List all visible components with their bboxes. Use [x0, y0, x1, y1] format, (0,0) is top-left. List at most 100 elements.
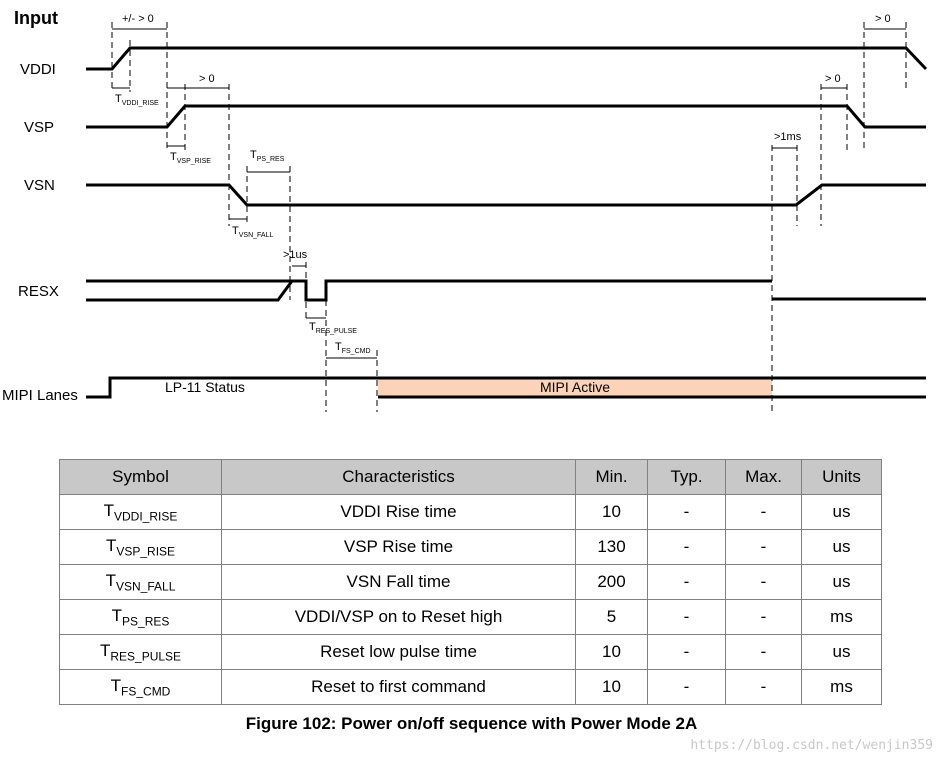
annotation-vddi-delay: +/- > 0	[122, 13, 154, 25]
label-t-vsp-rise: TVSP_RISE	[170, 151, 211, 165]
table-row: TVSN_FALL VSN Fall time 200 - - us	[59, 564, 882, 600]
signal-label-vsp: VSP	[24, 119, 54, 136]
cell-units: us	[801, 529, 882, 565]
label-t-ps-res: TPS_RES	[250, 149, 285, 163]
annotation-resx-off: >1ms	[774, 131, 802, 143]
label-t-fs-cmd-sub: FS_CMD	[342, 348, 371, 355]
cell-min: 130	[575, 529, 648, 565]
cell-characteristics: Reset low pulse time	[221, 634, 576, 670]
symbol-sub: VSN_FALL	[116, 579, 176, 594]
header-max: Max.	[725, 459, 802, 495]
cell-units: ms	[801, 599, 882, 635]
symbol-main: T	[105, 535, 117, 555]
table-row: TVDDI_RISE VDDI Rise time 10 - - us	[59, 494, 882, 530]
label-t-ps-res-main: T	[250, 149, 257, 161]
cell-symbol: TVSP_RISE	[59, 529, 222, 565]
header-units: Units	[801, 459, 882, 495]
cell-symbol: TVDDI_RISE	[59, 494, 222, 530]
mipi-waveform-lower	[86, 376, 926, 399]
label-t-vddi-rise-main: T	[115, 93, 122, 105]
symbol-sub: FS_CMD	[121, 684, 171, 699]
cell-min: 200	[575, 564, 648, 600]
cell-symbol: TFS_CMD	[59, 669, 222, 705]
cell-typ: -	[647, 634, 726, 670]
cell-max: -	[725, 599, 802, 635]
label-t-res-pulse-main: T	[309, 321, 316, 333]
watermark-url: https://blog.csdn.net/wenjin359	[690, 738, 933, 753]
cell-min: 10	[575, 669, 648, 705]
table-row: TVSP_RISE VSP Rise time 130 - - us	[59, 529, 882, 565]
symbol-sub: VDDI_RISE	[114, 509, 178, 524]
label-t-res-pulse: TRES_PULSE	[309, 321, 357, 335]
cell-typ: -	[647, 529, 726, 565]
symbol-main: T	[110, 675, 122, 695]
resx-waveform-upper	[86, 279, 772, 302]
cell-max: -	[725, 529, 802, 565]
symbol-sub: VSP_RISE	[116, 544, 176, 559]
label-t-vsn-fall-sub: VSN_FALL	[239, 232, 274, 239]
cell-typ: -	[647, 564, 726, 600]
label-t-vddi-rise-sub: VDDI_RISE	[122, 100, 159, 107]
label-t-vsp-rise-sub: VSP_RISE	[177, 158, 212, 165]
signal-label-resx: RESX	[18, 283, 59, 300]
mipi-lp11-label: LP-11 Status	[165, 379, 245, 395]
header-min: Min.	[575, 459, 648, 495]
annotation-resx-gap: >1us	[283, 249, 308, 261]
resx-waveform-lower	[86, 280, 294, 302]
cell-max: -	[725, 669, 802, 705]
symbol-main: T	[105, 570, 116, 590]
annotation-vddi-off-delay: > 0	[875, 13, 891, 25]
cell-max: -	[725, 564, 802, 600]
mipi-active-label: MIPI Active	[540, 379, 610, 395]
figure-caption: Figure 102: Power on/off sequence with P…	[245, 714, 698, 733]
vddi-waveform	[86, 46, 928, 71]
cell-max: -	[725, 494, 802, 530]
table-row: TPS_RES VDDI/VSP on to Reset high 5 - - …	[59, 599, 882, 635]
header-characteristics: Characteristics	[221, 459, 576, 495]
label-t-res-pulse-sub: RES_PULSE	[316, 328, 358, 335]
signal-label-vddi: VDDI	[20, 61, 56, 78]
cell-characteristics: VSP Rise time	[221, 529, 576, 565]
label-t-vddi-rise: TVDDI_RISE	[115, 93, 159, 107]
cell-characteristics: VDDI/VSP on to Reset high	[221, 599, 576, 635]
cell-characteristics: VDDI Rise time	[221, 494, 576, 530]
timing-spec-table: Symbol Characteristics Min. Typ. Max. Un…	[59, 459, 882, 705]
cell-characteristics: Reset to first command	[221, 669, 576, 705]
cell-min: 10	[575, 634, 648, 670]
vsn-waveform	[86, 183, 926, 207]
annotation-vsp-delay: > 0	[199, 73, 215, 85]
table-header-row: Symbol Characteristics Min. Typ. Max. Un…	[59, 459, 882, 495]
signal-label-vsn: VSN	[24, 177, 55, 194]
label-t-vsn-fall-main: T	[232, 225, 239, 237]
vsp-waveform	[86, 104, 926, 129]
cell-units: us	[801, 564, 882, 600]
symbol-main: T	[103, 500, 115, 520]
table-row: TRES_PULSE Reset low pulse time 10 - - u…	[59, 634, 882, 670]
cell-symbol: TVSN_FALL	[59, 564, 222, 600]
symbol-main: T	[111, 605, 123, 625]
cell-symbol: TPS_RES	[59, 599, 222, 635]
cell-units: us	[801, 634, 882, 670]
timing-diagram: Input VDDI VSP VSN RESX MIPI Lanes +/- >…	[2, 8, 928, 412]
mipi-active-region	[378, 379, 772, 396]
table-row: TFS_CMD Reset to first command 10 - - ms	[59, 669, 882, 705]
cell-typ: -	[647, 494, 726, 530]
label-t-vsp-rise-main: T	[170, 151, 177, 163]
signal-label-mipi: MIPI Lanes	[2, 387, 78, 404]
cell-typ: -	[647, 599, 726, 635]
cell-typ: -	[647, 669, 726, 705]
cell-units: us	[801, 494, 882, 530]
cell-max: -	[725, 634, 802, 670]
header-symbol: Symbol	[59, 459, 222, 495]
symbol-sub: PS_RES	[122, 614, 170, 629]
label-t-fs-cmd-main: T	[335, 341, 342, 353]
header-typ: Typ.	[647, 459, 726, 495]
cell-min: 10	[575, 494, 648, 530]
annotation-vsp-off-delay: > 0	[825, 73, 841, 85]
label-t-vsn-fall: TVSN_FALL	[232, 225, 273, 239]
label-t-ps-res-sub: PS_RES	[257, 156, 285, 163]
label-t-fs-cmd: TFS_CMD	[335, 341, 371, 355]
symbol-main: T	[99, 640, 111, 660]
symbol-sub: RES_PULSE	[110, 649, 182, 664]
cell-symbol: TRES_PULSE	[59, 634, 222, 670]
